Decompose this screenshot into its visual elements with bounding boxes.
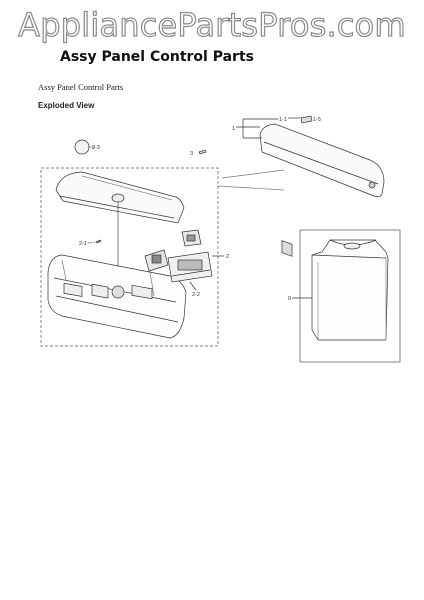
diagram-subtitle: Assy Panel Control Parts xyxy=(38,82,124,92)
part-screw xyxy=(198,149,207,155)
callout-3: 3 xyxy=(190,151,193,157)
view-label: Exploded View xyxy=(38,101,95,110)
part-pcb-small xyxy=(181,229,202,247)
washer-box xyxy=(299,229,401,363)
assembly-boundary xyxy=(40,167,219,347)
callout-0: 0 xyxy=(288,296,291,302)
part-connector xyxy=(300,115,313,124)
page-title: Assy Panel Control Parts xyxy=(60,49,254,65)
washer-unit xyxy=(311,239,389,341)
part-pcb-left xyxy=(144,249,169,272)
part-panel-cover xyxy=(55,171,185,224)
callout-1-1: 1-1 xyxy=(279,117,287,123)
callout-2-2: 2-2 xyxy=(192,292,200,298)
callout-2-1: 2-1 xyxy=(79,241,87,247)
callout-2-3: 2-3 xyxy=(92,145,100,151)
part-button-cap xyxy=(74,139,90,155)
callout-1: 1 xyxy=(232,126,235,132)
callout-1-5: 1-5 xyxy=(313,117,321,123)
part-clip xyxy=(95,239,102,244)
callout-2: 2 xyxy=(226,254,229,260)
part-pcb-main xyxy=(167,251,213,283)
part-panel-frame xyxy=(47,254,187,339)
watermark-logo: AppliancePartsPros.com xyxy=(18,5,407,44)
